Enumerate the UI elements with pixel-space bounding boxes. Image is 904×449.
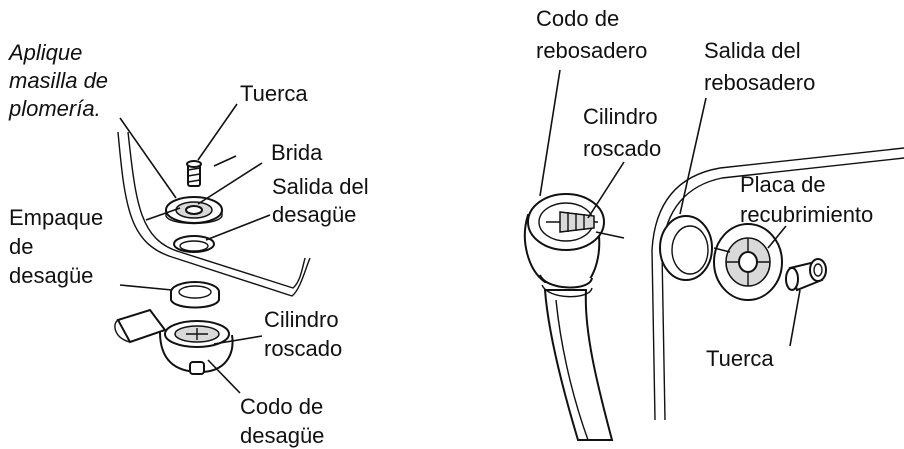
overflow-outlet-part [659, 215, 713, 281]
left-leader-lines [119, 103, 271, 394]
label-empaque: Empaque de desagüe [9, 205, 109, 288]
left-drain-assembly: Aplique masilla de plomería. Tuerca Brid… [7, 40, 375, 448]
right-overflow-assembly: Codo de rebosadero Salida del rebosadero… [523, 6, 904, 441]
nut-part-right [785, 258, 827, 292]
label-salida-desague: Salida del desagüe [272, 174, 375, 227]
label-tuerca-left: Tuerca [240, 81, 308, 106]
label-salida-rebosadero: Salida del rebosadero [704, 38, 815, 95]
overflow-pipe [543, 289, 614, 441]
label-cilindro-left: Cilindro roscado [264, 307, 345, 361]
label-aplique: Aplique masilla de plomería. [7, 40, 114, 121]
cover-plate-part [713, 223, 783, 301]
tub-wall-inner [127, 131, 306, 289]
label-placa: Placa de recubrimiento [740, 172, 873, 227]
tub-wall-right [651, 147, 904, 421]
label-codo-rebosadero: Codo de rebosadero [536, 6, 647, 63]
tub-wall [117, 131, 311, 297]
label-codo-desague: Codo de desagüe [240, 394, 329, 448]
drain-outlet-part [173, 235, 215, 253]
tub-wall-right-inner [661, 157, 904, 421]
label-tuerca-right: Tuerca [706, 346, 774, 371]
drain-shoe-part [114, 308, 234, 375]
label-brida: Brida [271, 140, 323, 165]
flange-part [165, 196, 223, 225]
overflow-elbow-part [523, 193, 605, 298]
gasket-part [170, 281, 220, 309]
label-cilindro-right: Cilindro roscado [583, 104, 664, 161]
right-leader-lines [539, 69, 801, 347]
screw-part [186, 160, 202, 187]
